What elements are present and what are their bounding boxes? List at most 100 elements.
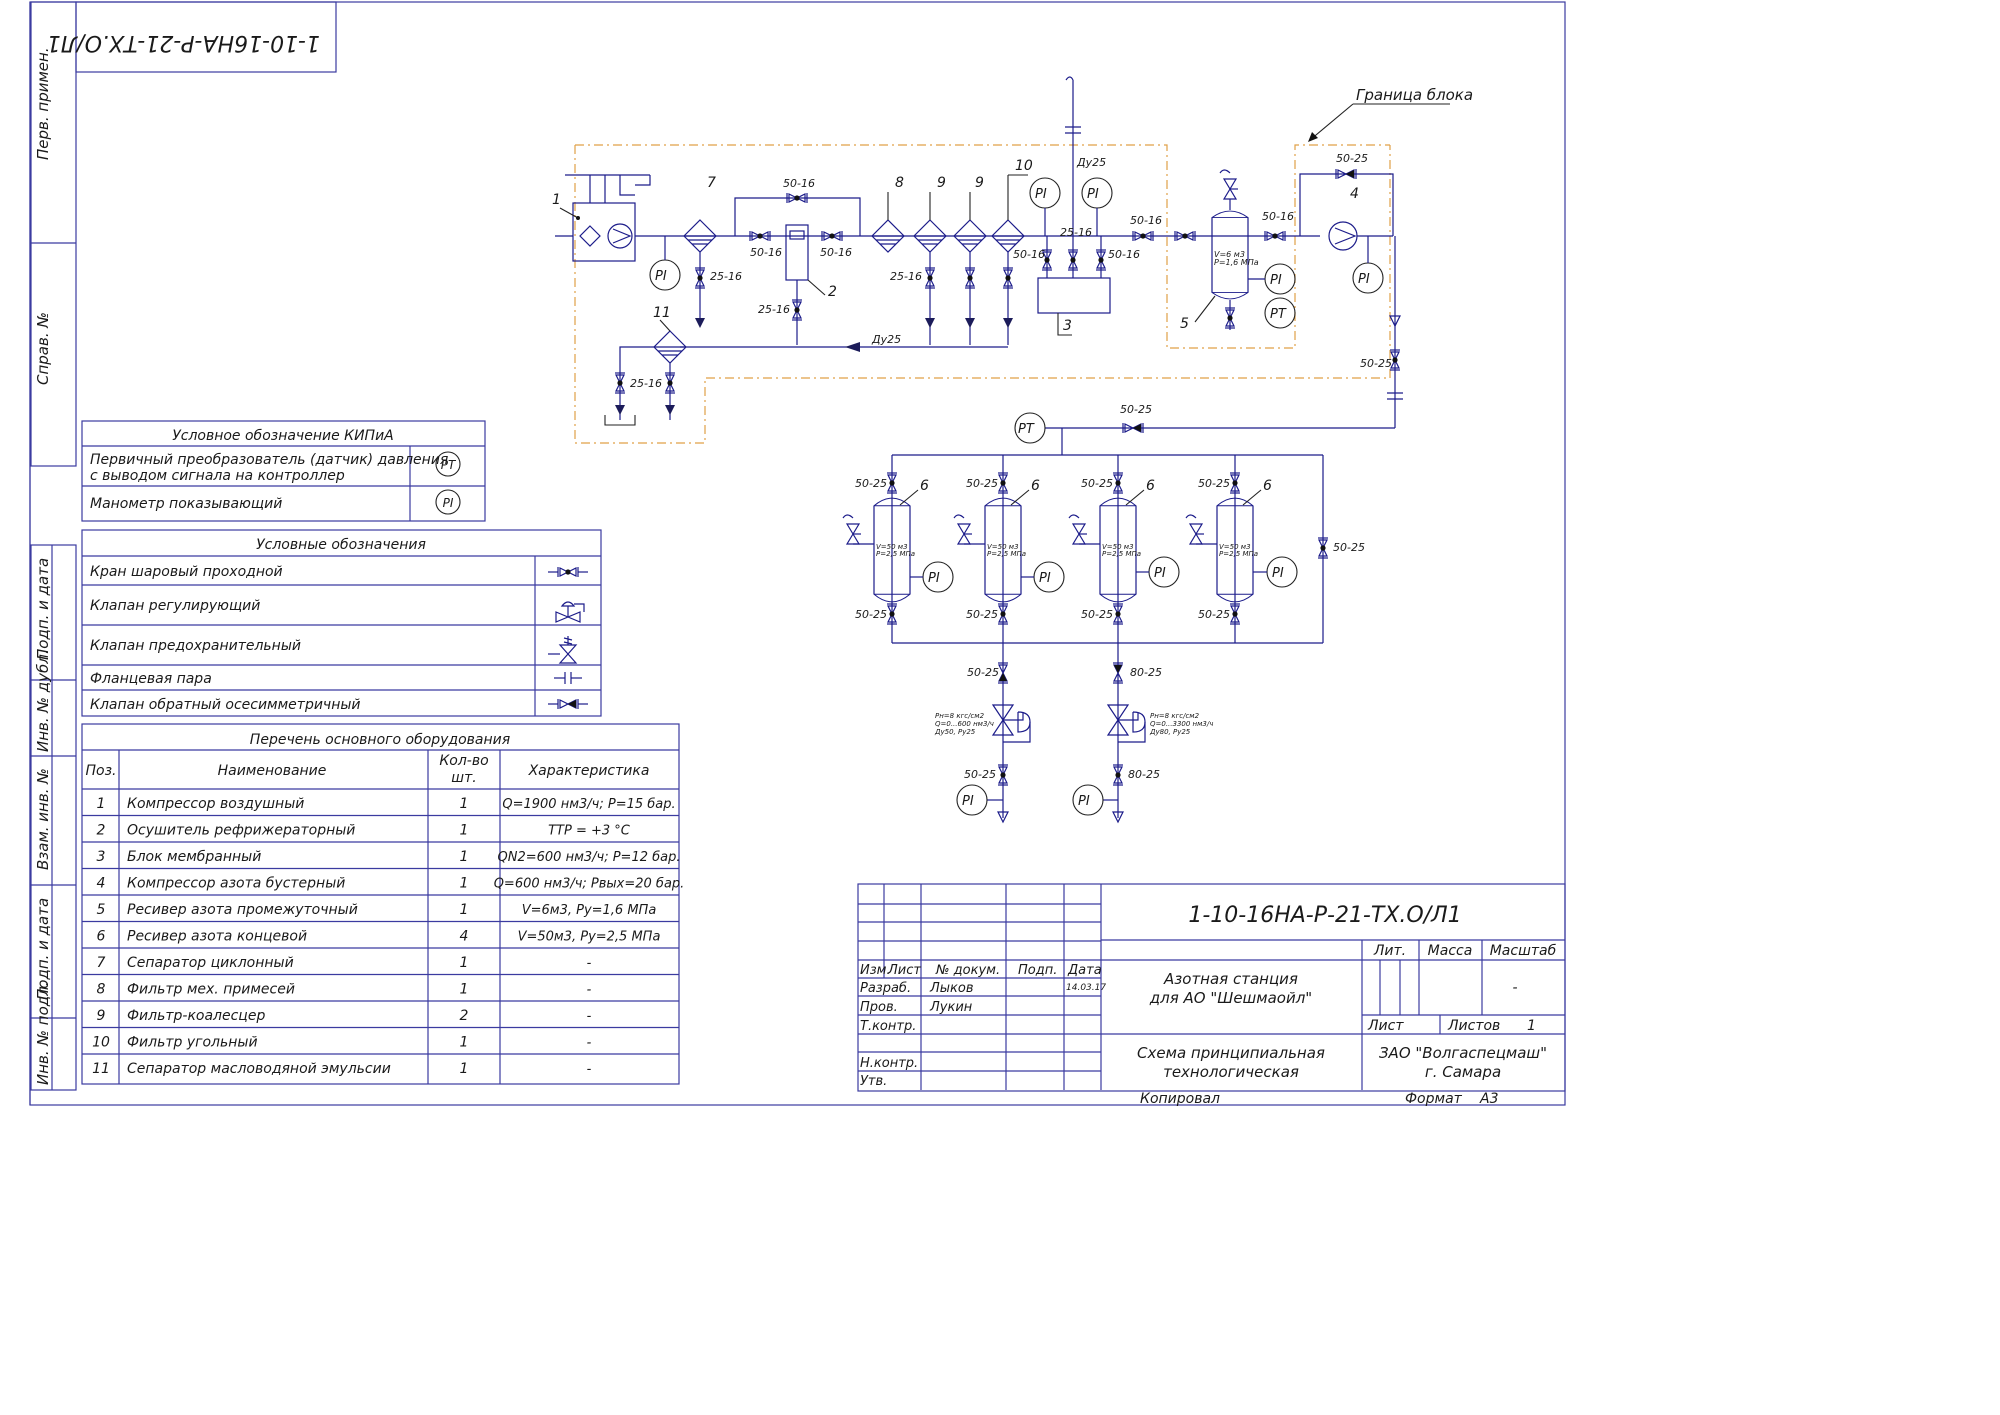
table-cell-name: Сепаратор масловодяной эмульсии [127, 1061, 391, 1077]
drawing-line1: Схема принципиальная [1137, 1044, 1325, 1062]
pi-label: PI [1087, 187, 1099, 202]
reg-right-3: Ду80, Ру25 [1149, 728, 1191, 736]
pipe-50-25: 50-25 [966, 608, 998, 621]
side-stamp-4: Инв. № дубл. [34, 649, 52, 752]
table-cell-name: Компрессор азота бустерный [127, 876, 345, 892]
pipe-dn25-top: Ду25 [1076, 156, 1106, 169]
table-cell-char: QN2=600 нм3/ч; P=12 бар. [498, 850, 681, 865]
sym-control-valve: Клапан регулирующий [90, 598, 260, 614]
tb-prov: Пров. [860, 1000, 898, 1015]
tb-tkontr: Т.контр. [860, 1019, 916, 1034]
side-stamp-bottom [30, 544, 77, 1091]
kip-pt-symbol: PT [441, 458, 457, 472]
table-cell-pos: 8 [97, 982, 106, 998]
pipe-50-16: 50-16 [1013, 248, 1045, 261]
tb-izm: Изм. [860, 963, 891, 978]
side-stamp-5: Взам. инв. № [34, 768, 52, 870]
pipe-25-16: 25-16 [710, 270, 742, 283]
table-cell-qty: 1 [460, 796, 469, 812]
pi-label: PI [1358, 272, 1370, 287]
side-stamp-top [30, 1, 77, 467]
kip-legend: Условное обозначение КИПиА Первичный пре… [81, 420, 486, 522]
table-cell-char: Q=600 нм3/ч; Рвых=20 бар. [494, 877, 685, 892]
tb-sheet: Лист [1367, 1018, 1404, 1034]
side-stamp-7: Инв. № подл. [34, 982, 52, 1085]
tb-format-val: А3 [1479, 1091, 1498, 1107]
equipment-title: Перечень основного оборудования [250, 732, 510, 748]
outlet-left: 50-25 Рн=8 кгс/см2 Q=0...600 нм3/ч Ду50,… [934, 643, 1031, 824]
pipe-80-25: 80-25 [1128, 768, 1160, 781]
booster-compressor [1328, 221, 1358, 251]
symbols-title: Условные обозначения [256, 537, 426, 553]
table-cell-pos: 11 [92, 1061, 110, 1077]
table-cell-char: - [587, 1036, 592, 1051]
tb-doc: № докум. [935, 963, 1000, 978]
pipe-50-25: 50-25 [1336, 152, 1368, 165]
table-cell-pos: 4 [97, 876, 106, 892]
project-line1: Азотная станция [1163, 970, 1298, 988]
pt-label: PT [1018, 422, 1035, 437]
table-cell-pos: 5 [97, 902, 106, 918]
receiver-6-pressure: P=2,5 МПа [987, 550, 1026, 558]
table-cell-pos: 3 [97, 849, 106, 865]
receiver-6-pressure: P=2,5 МПа [1219, 550, 1258, 558]
col-char: Характеристика [528, 763, 650, 779]
pos-8: 8 [895, 175, 904, 191]
pos-7: 7 [707, 175, 716, 191]
table-cell-name: Компрессор воздушный [127, 796, 304, 812]
table-cell-qty: 1 [460, 876, 469, 892]
kip-row1-text2: с выводом сигнала на контроллер [90, 468, 345, 484]
sym-check-valve: Клапан обратный осесимметричный [90, 697, 361, 713]
pipe-50-25: 50-25 [1081, 477, 1113, 490]
org-line2: г. Самара [1425, 1063, 1501, 1081]
kip-row2-text: Манометр показывающий [90, 496, 282, 512]
table-cell-qty: 1 [460, 823, 469, 839]
kip-row1-text1: Первичный преобразователь (датчик) давле… [90, 452, 448, 468]
table-cell-name: Ресивер азота промежуточный [127, 902, 358, 918]
outlet-right: 80-25 Рн=8 кгс/см2 Q=0...3300 нм3/ч Ду80… [1072, 643, 1213, 824]
pipe-50-16: 50-16 [1130, 214, 1162, 227]
pipe-25-16: 25-16 [630, 377, 662, 390]
pipe-50-25: 50-25 [1120, 403, 1152, 416]
tb-nkontr: Н.контр. [860, 1056, 918, 1071]
receiver-6a: PI 50-25 50-25 V=50 м3 P=2,5 МПа 6 [842, 455, 954, 643]
pos-6: 6 [920, 478, 929, 494]
kip-title: Условное обозначение КИПиА [172, 428, 394, 444]
table-cell-qty: 1 [460, 1035, 469, 1051]
reg-left-2: Q=0...600 нм3/ч [935, 720, 994, 728]
col-pos: Поз. [86, 763, 117, 779]
pos-6: 6 [1146, 478, 1155, 494]
pipe-50-16: 50-16 [750, 246, 782, 259]
receiver-6-volume: V=50 м3 [1219, 543, 1251, 551]
tb-razrab-date: 14.03.17 [1066, 983, 1106, 993]
table-cell-qty: 4 [460, 929, 469, 945]
table-cell-char: V=6м3, Ру=1,6 МПа [522, 903, 657, 918]
pipe-50-25: 50-25 [1198, 477, 1230, 490]
tb-sheets-val: 1 [1527, 1018, 1536, 1034]
pipe-50-25: 50-25 [966, 477, 998, 490]
table-cell-pos: 6 [97, 929, 106, 945]
pos-6: 6 [1263, 478, 1272, 494]
pipe-50-25: 50-25 [967, 666, 999, 679]
pos-6: 6 [1031, 478, 1040, 494]
rotated-code-box [75, 1, 337, 73]
pipe-25-16: 25-16 [758, 303, 790, 316]
tb-sign: Подп. [1018, 963, 1057, 978]
air-compressor [572, 202, 636, 262]
receiver-5-volume: V=6 м3 [1214, 250, 1245, 259]
table-cell-pos: 9 [97, 1008, 106, 1024]
table-cell-qty: 1 [460, 1061, 469, 1077]
table-cell-char: V=50м3, Ру=2,5 МПа [518, 930, 661, 945]
project-line2: для АО "Шешмаойл" [1149, 989, 1312, 1007]
col-name: Наименование [218, 763, 327, 779]
pipe-dn25: Ду25 [871, 333, 901, 346]
pipe-50-25: 50-25 [855, 608, 887, 621]
side-stamp-1: Перв. примен. [34, 47, 52, 160]
reg-right-1: Рн=8 кгс/см2 [1150, 712, 1200, 720]
pi-label: PI [1039, 571, 1051, 586]
pipe-50-25: 50-25 [1198, 608, 1230, 621]
pos-9: 9 [975, 175, 984, 191]
pi-label: PI [1035, 187, 1047, 202]
receiver-6c: PI 50-25 50-25 V=50 м3 P=2,5 МПа 6 [1068, 455, 1180, 643]
equipment-table: Перечень основного оборудования Поз. Наи… [81, 723, 685, 1085]
